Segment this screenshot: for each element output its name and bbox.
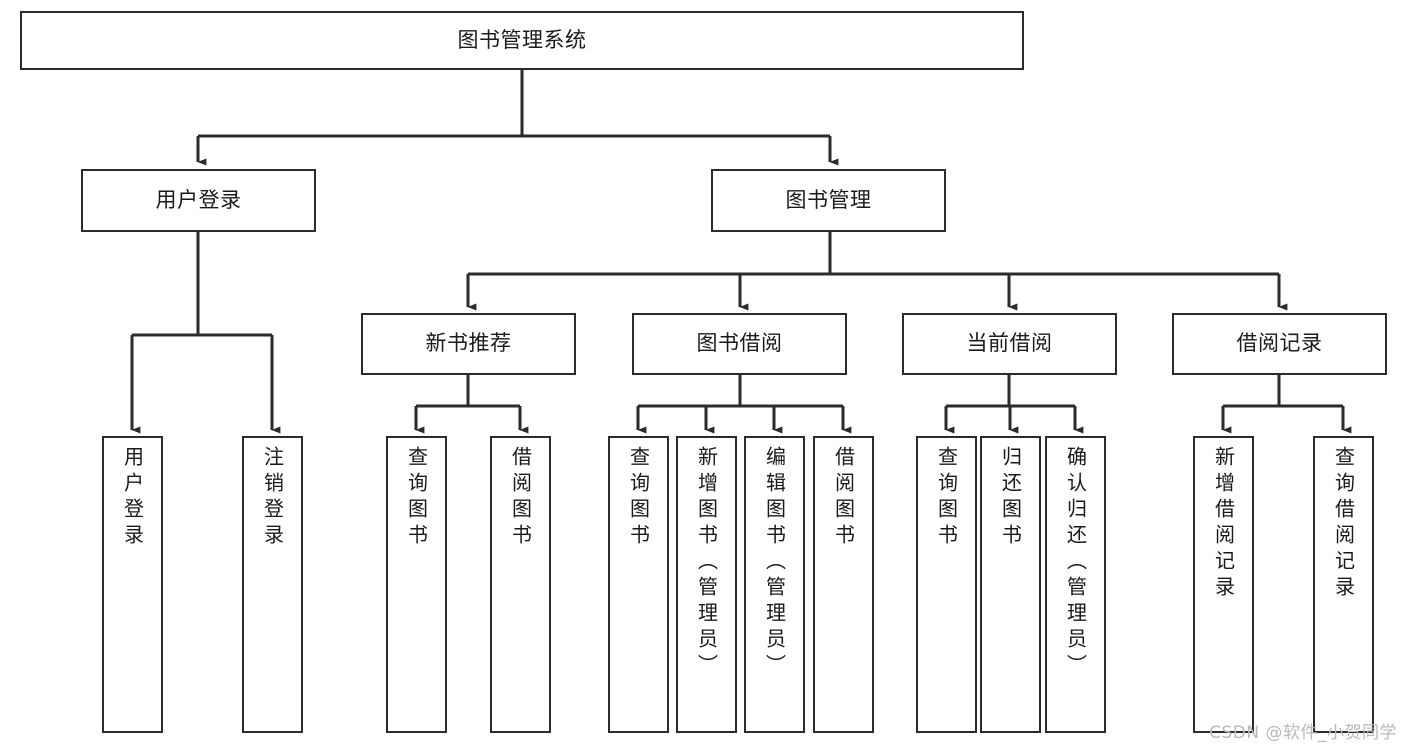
node-label: 查询图书 <box>626 446 651 550</box>
node-leaf-return-book[interactable]: 归还图书 <box>980 436 1041 733</box>
node-leaf-borrow-book[interactable]: 借阅图书 <box>813 436 874 733</box>
node-user-login[interactable]: 用户登录 <box>81 169 316 232</box>
node-label: 借阅记录 <box>1236 331 1323 356</box>
node-leaf-query-book-current[interactable]: 查询图书 <box>916 436 977 733</box>
node-label: 图书管理系统 <box>457 27 587 52</box>
node-label: 注销登录 <box>260 446 285 550</box>
node-current-borrow[interactable]: 当前借阅 <box>902 313 1117 375</box>
node-label: 查询图书 <box>934 446 959 550</box>
node-label: 归还图书 <box>998 446 1023 550</box>
node-label: 查询借阅记录 <box>1331 446 1356 602</box>
node-label: 新增借阅记录 <box>1211 446 1236 602</box>
node-label: 借阅图书 <box>508 446 533 550</box>
node-leaf-user-login[interactable]: 用户登录 <box>102 436 163 733</box>
node-leaf-add-borrow-record[interactable]: 新增借阅记录 <box>1193 436 1254 733</box>
node-label: 借阅图书 <box>831 446 856 550</box>
node-label: 图书管理 <box>785 187 872 212</box>
node-label: 当前借阅 <box>966 331 1053 356</box>
node-new-book-recommend[interactable]: 新书推荐 <box>361 313 576 375</box>
watermark-text: CSDN @软件_小贺同学 <box>1209 723 1397 743</box>
node-leaf-borrow-book-recommend[interactable]: 借阅图书 <box>490 436 551 733</box>
node-book-borrow[interactable]: 图书借阅 <box>632 313 847 375</box>
node-leaf-logout[interactable]: 注销登录 <box>242 436 303 733</box>
node-label: 用户登录 <box>155 187 242 212</box>
node-label: 编辑图书（管理员） <box>762 446 787 680</box>
node-leaf-add-book-admin[interactable]: 新增图书（管理员） <box>676 436 737 733</box>
node-label: 新书推荐 <box>425 331 512 356</box>
node-label: 查询图书 <box>404 446 429 550</box>
node-borrow-record[interactable]: 借阅记录 <box>1172 313 1387 375</box>
node-label: 图书借阅 <box>696 331 783 356</box>
node-root-book-management-system[interactable]: 图书管理系统 <box>20 11 1024 70</box>
node-leaf-query-borrow-record[interactable]: 查询借阅记录 <box>1313 436 1374 733</box>
node-leaf-edit-book-admin[interactable]: 编辑图书（管理员） <box>744 436 805 733</box>
node-leaf-query-book[interactable]: 查询图书 <box>608 436 669 733</box>
node-leaf-confirm-return-admin[interactable]: 确认归还（管理员） <box>1045 436 1106 733</box>
node-label: 新增图书（管理员） <box>694 446 719 680</box>
node-label: 用户登录 <box>120 446 145 550</box>
node-label: 确认归还（管理员） <box>1063 446 1088 680</box>
node-leaf-query-book-recommend[interactable]: 查询图书 <box>386 436 447 733</box>
node-book-management[interactable]: 图书管理 <box>711 169 946 232</box>
